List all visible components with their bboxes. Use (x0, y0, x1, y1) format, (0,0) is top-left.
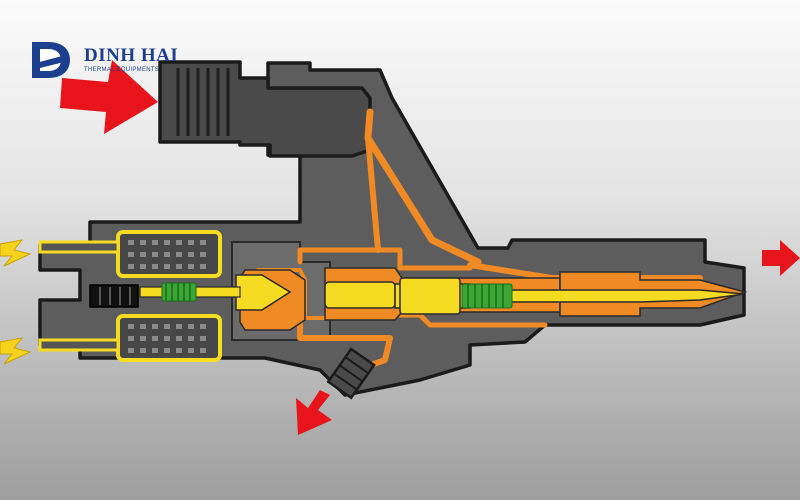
control-spring (161, 282, 197, 302)
fuel-passage-upper (297, 247, 473, 271)
fuel-inlet-arrow (60, 60, 158, 134)
lightning-icon-upper (0, 239, 32, 267)
solenoid-plug (89, 284, 139, 308)
return-valve (326, 347, 376, 400)
solenoid-coil-lower (116, 314, 222, 362)
solenoid-coil-upper (116, 230, 222, 278)
brand-name: DINH HAI (84, 45, 179, 66)
control-valve-head (235, 274, 292, 311)
fuel-passage-inlet (364, 108, 482, 266)
lightning-icon-lower (0, 337, 32, 365)
return-arrow (296, 390, 332, 435)
logo-mark-sub: D.H (32, 74, 44, 80)
brand-logo (30, 40, 210, 84)
terminal-upper (38, 240, 120, 254)
terminal-lower (38, 338, 120, 352)
needle-upper (324, 281, 396, 309)
needle-collar (399, 277, 461, 315)
logo-mark-icon (32, 42, 70, 78)
spray-outlet-arrow (762, 240, 800, 276)
brand-tagline: THERMAL EQUIPMENTS (84, 67, 160, 73)
needle-spring (461, 283, 513, 309)
inlet-thread (176, 68, 230, 136)
fuel-passage-diagonal (365, 135, 381, 253)
